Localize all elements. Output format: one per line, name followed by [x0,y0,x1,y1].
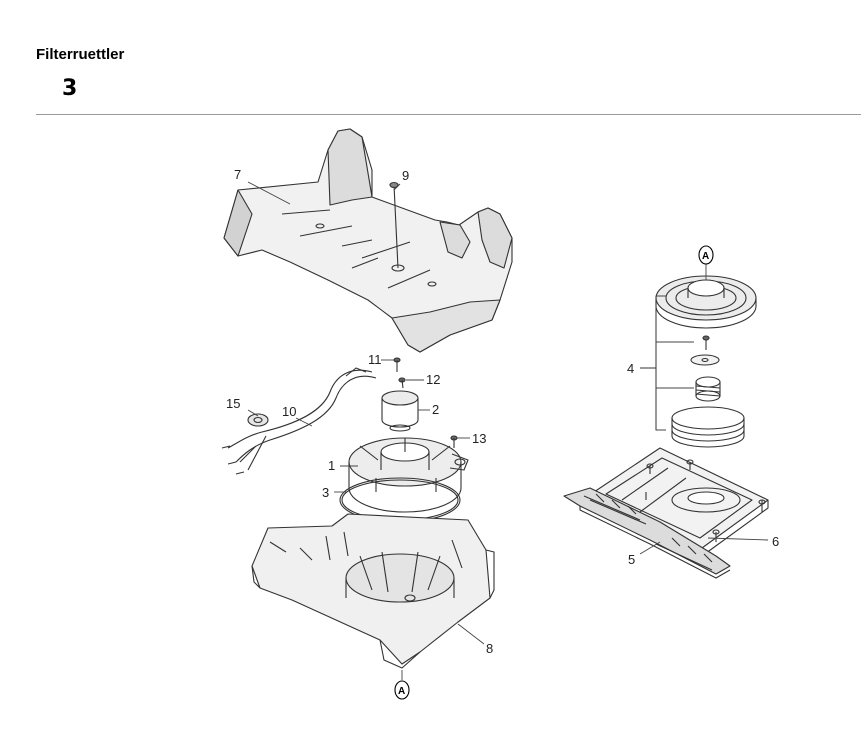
part-screw-9 [389,181,399,269]
callout-5: 5 [628,552,635,567]
leader-lines [247,181,769,680]
callout-11: 11 [368,352,382,367]
part-top-cover [223,128,513,353]
callout-8: 8 [486,641,493,656]
callout-9: 9 [402,168,409,183]
svg-text:A: A [702,251,709,262]
part-filter-assembly [655,275,757,448]
part-housing [348,437,469,513]
part-small-screws [393,357,406,389]
header-divider [36,114,861,115]
part-filter-panel [563,487,731,579]
callout-10: 10 [282,404,296,419]
page-number: 3 [62,76,78,101]
part-base-frame [251,513,495,669]
callout-1: 1 [328,458,335,473]
callout-4: 4 [627,361,634,376]
reference-mark-bottom: A [394,680,410,700]
callout-3: 3 [322,485,329,500]
callout-2: 2 [432,402,439,417]
callout-6: 6 [772,534,779,549]
reference-mark-top: A [698,245,714,265]
callout-13: 13 [472,431,486,446]
part-screw-13 [450,435,458,448]
callout-7: 7 [234,167,241,182]
section-title: Filterruettler [36,46,125,63]
callout-15: 15 [226,396,240,411]
part-4-bracket [640,295,694,431]
callout-numbers: 7 9 11 12 2 15 10 13 1 3 8 4 6 5 [226,167,779,656]
part-motor [381,390,419,432]
svg-text:A: A [398,686,405,697]
part-cable-harness [221,367,377,475]
callout-12: 12 [426,372,440,387]
